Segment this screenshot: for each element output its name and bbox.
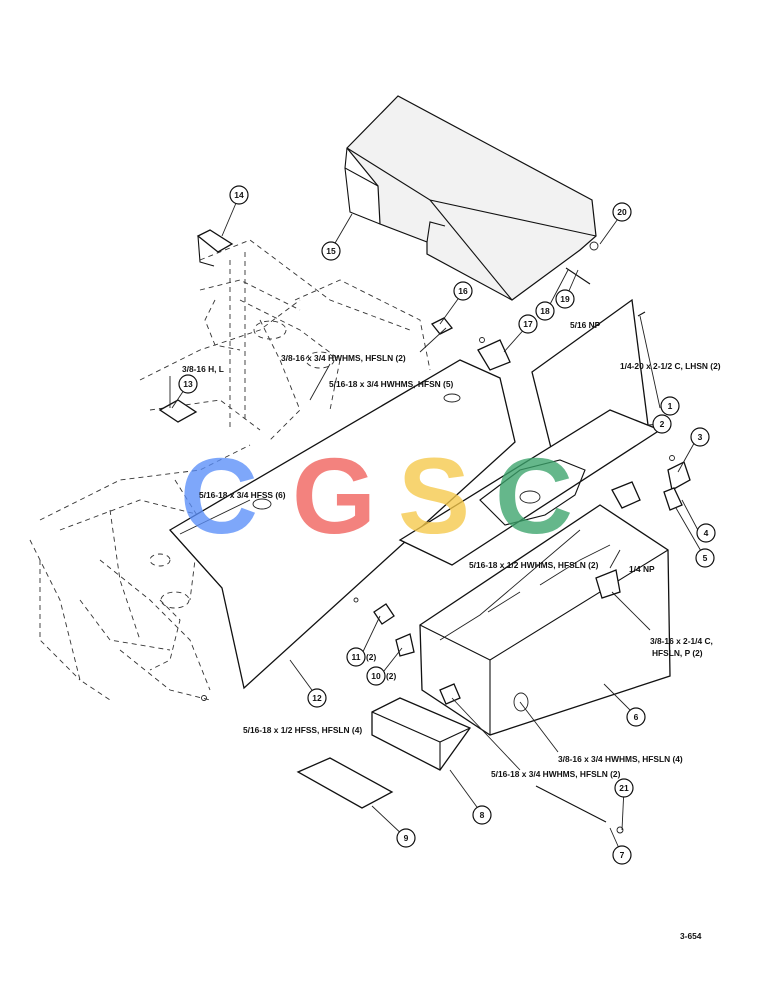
callout-10: 10 (366, 666, 386, 686)
machine-frame-outline (29, 239, 431, 701)
svg-text:2: 2 (660, 419, 665, 429)
hardware-labels: 5/16 NP 1/4-20 x 2-1/2 C, LHSN (2) 3/8-1… (182, 320, 721, 941)
watermark-letter-s: S (398, 435, 470, 556)
hardware-parts (158, 229, 691, 834)
callout-14: 14 (229, 185, 249, 205)
cgsc-watermark: C G S C (180, 435, 573, 556)
svg-text:6: 6 (634, 712, 639, 722)
callout-2: 2 (652, 414, 672, 434)
svg-text:11: 11 (352, 652, 361, 662)
svg-text:8: 8 (480, 810, 485, 820)
label-3-8-16-c-line2: HFSLN, P (2) (652, 648, 703, 658)
svg-text:15: 15 (326, 246, 336, 256)
svg-text:10: 10 (371, 671, 381, 681)
label-5-16-18-hwhms-3-4: 5/16-18 x 3/4 HWHMS, HFSLN (2) (491, 769, 621, 779)
svg-text:13: 13 (183, 379, 193, 389)
callout-12: 12 (307, 688, 327, 708)
svg-text:18: 18 (540, 306, 550, 316)
label-qty-11: (2) (366, 652, 376, 662)
callout-16: 16 (453, 281, 473, 301)
svg-text:20: 20 (617, 207, 627, 217)
callout-7: 7 (612, 845, 632, 865)
svg-text:14: 14 (234, 190, 244, 200)
label-1-4-np: 1/4 NP (629, 564, 655, 574)
label-5-16-18-hwhms-hfsn: 5/16-18 x 3/4 HWHMS, HFSN (5) (329, 379, 453, 389)
cover-plate (296, 757, 394, 809)
label-3-8-16-c-line1: 3/8-16 x 2-1/4 C, (650, 636, 713, 646)
label-5-16-18-hwhms-1-2: 5/16-18 x 1/2 HWHMS, HFSLN (2) (469, 560, 599, 570)
watermark-letter-g: G (292, 435, 376, 556)
label-5-16-18-hfss: 5/16-18 x 3/4 HFSS (6) (199, 490, 286, 500)
label-5-16-np: 5/16 NP (570, 320, 601, 330)
svg-text:7: 7 (620, 850, 625, 860)
callout-13: 13 (178, 374, 198, 394)
front-panel (168, 359, 516, 690)
svg-text:1: 1 (668, 401, 673, 411)
svg-text:16: 16 (458, 286, 468, 296)
svg-text:9: 9 (404, 833, 409, 843)
watermark-letter-c2: C (495, 435, 573, 556)
label-3-8-16-hwhms-bottom: 3/8-16 x 3/4 HWHMS, HFSLN (4) (558, 754, 683, 764)
callout-19: 19 (555, 289, 575, 309)
svg-text:5: 5 (703, 553, 708, 563)
svg-text:17: 17 (523, 319, 533, 329)
tray (371, 697, 471, 771)
callout-3: 3 (690, 427, 710, 447)
callout-1: 1 (660, 396, 680, 416)
callout-4: 4 (696, 523, 716, 543)
watermark-letter-c1: C (180, 435, 258, 556)
callout-6: 6 (626, 707, 646, 727)
callout-8: 8 (472, 805, 492, 825)
label-qty-10: (2) (386, 671, 396, 681)
label-5-16-18-hfss-1-2: 5/16-18 x 1/2 HFSS, HFSLN (4) (243, 725, 362, 735)
figure-number: 3-654 (680, 931, 702, 941)
callout-5: 5 (695, 548, 715, 568)
label-3-8-16-h-l: 3/8-16 H, L (182, 364, 224, 374)
svg-text:12: 12 (312, 693, 322, 703)
top-cover (344, 95, 597, 301)
callout-21: 21 (614, 778, 634, 798)
callout-18: 18 (535, 301, 555, 321)
svg-text:19: 19 (560, 294, 570, 304)
svg-text:4: 4 (704, 528, 709, 538)
callout-9: 9 (396, 828, 416, 848)
svg-text:3: 3 (698, 432, 703, 442)
callout-20: 20 (612, 202, 632, 222)
callout-15: 15 (321, 241, 341, 261)
svg-text:21: 21 (619, 783, 629, 793)
callout-17: 17 (518, 314, 538, 334)
label-1-4-20-lhsn: 1/4-20 x 2-1/2 C, LHSN (2) (620, 361, 721, 371)
label-3-8-16-hwhms-top: 3/8-16 x 3/4 HWHMS, HFSLN (2) (281, 353, 406, 363)
callouts: 14 15 20 16 17 18 19 13 1 2 3 4 5 11 10 … (178, 185, 716, 865)
callout-11: 11 (346, 647, 366, 667)
